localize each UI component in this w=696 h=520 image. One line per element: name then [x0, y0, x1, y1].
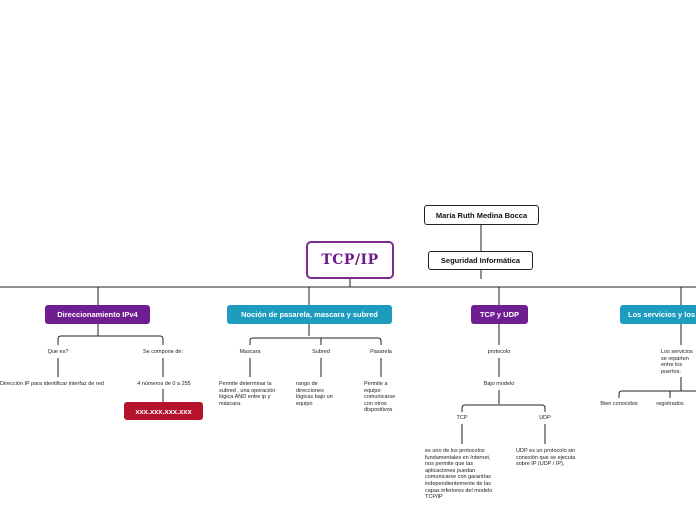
- desc-mascara[interactable]: Permite determinar la subred , una opera…: [219, 381, 276, 407]
- desc-que-es[interactable]: Dirección IP para identificar interfaz d…: [0, 381, 104, 387]
- desc-pasarela[interactable]: Permite a equipo comunicarse con otros d…: [364, 381, 396, 414]
- desc-tcp[interactable]: es uno de los protocolos fundamentales e…: [425, 448, 493, 501]
- topic-tcp-udp[interactable]: TCP y UDP: [471, 305, 528, 324]
- label-se-compone[interactable]: Se compone de:: [142, 349, 184, 355]
- subject-node[interactable]: Seguridad Informática: [428, 251, 533, 270]
- author-node[interactable]: María Ruth Medina Bocca: [424, 205, 539, 225]
- label-bajo-modelo[interactable]: Bajo modelo: [483, 381, 515, 387]
- label-mascara[interactable]: Mascara: [239, 349, 261, 355]
- label-subred[interactable]: Subred: [312, 349, 330, 355]
- topic-pasarela-mascara-subred[interactable]: Noción de pasarela, mascara y subred: [227, 305, 392, 324]
- root-node-tcpip[interactable]: TCP/IP: [306, 241, 394, 279]
- topic-servicios[interactable]: Los servicios y los: [620, 305, 696, 324]
- desc-udp[interactable]: UDP es un protocolo sin conexión que se …: [516, 448, 576, 468]
- connector-ipv4-children: [57, 324, 164, 345]
- label-bien-conocidos[interactable]: Bien conocidos: [600, 401, 638, 407]
- desc-subred[interactable]: rango de direcciones lógicas bajo un equ…: [296, 381, 333, 407]
- format-ip-address[interactable]: xxx.xxx.xxx.xxx: [124, 402, 203, 420]
- label-tcp[interactable]: TCP: [456, 415, 468, 421]
- label-que-es[interactable]: Que es?: [47, 349, 69, 355]
- label-pasarela[interactable]: Pasarela: [370, 349, 392, 355]
- label-protocolo[interactable]: protocolo: [487, 349, 511, 355]
- connector-pasarela-children: [249, 324, 382, 345]
- label-registrados[interactable]: registrados: [656, 401, 684, 407]
- label-udp[interactable]: UDP: [539, 415, 551, 421]
- connector-reparten-children: [618, 390, 696, 398]
- topic-direccionamiento-ipv4[interactable]: Direccionamiento IPv4: [45, 305, 150, 324]
- desc-se-compone[interactable]: 4 números de 0 a 255: [137, 381, 191, 387]
- desc-servicios-reparten[interactable]: Los servicios se reparten entre los puer…: [661, 349, 693, 375]
